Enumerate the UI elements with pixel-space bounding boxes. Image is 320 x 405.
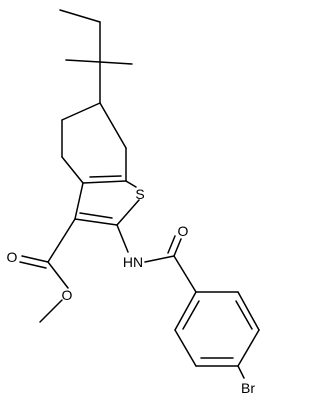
chemical-structure-diagram: S HN O O O Br: [7, 9, 260, 396]
atom-label-sulfur: S: [135, 186, 144, 202]
bond-c3-ester-carbon: [47, 218, 76, 263]
atom-label-bromine: Br: [241, 380, 255, 396]
atom-label-amide-nitrogen: HN: [123, 254, 143, 270]
bond-ester-carbonyl: [21, 255, 49, 263]
bond-quaternary-methyl-right: [99, 61, 133, 65]
bond-c3-c3a: [74, 182, 84, 220]
bond-phenyl-c2-c3-inner: [235, 300, 253, 330]
bond-c2-c3-inner: [79, 212, 113, 219]
bond-ether-o-methyl: [39, 299, 63, 323]
bond-phenyl-c6-c1-inner: [182, 300, 200, 330]
bond-ethyl-ch3: [59, 9, 101, 23]
bond-ring-fusion-inner: [89, 175, 122, 178]
bond-c2-nh: [116, 224, 129, 253]
bond-ring-fusion: [82, 180, 127, 184]
bond-phenyl-c2-c3: [237, 291, 260, 331]
bond-nh-carbonyl-carbon: [144, 255, 175, 263]
bond-s-c2: [116, 199, 140, 226]
atom-label-amide-oxygen: O: [178, 223, 189, 239]
bond-ester-carbon-ether-o: [47, 261, 69, 289]
atom-label-ester-carbonyl-oxygen: O: [7, 249, 18, 265]
bond-ring-c6-c5: [61, 102, 101, 121]
bond-phenyl-c6-c1: [174, 291, 197, 331]
bond-phenyl-br: [237, 365, 245, 379]
bond-ring-c4-c3a: [61, 156, 84, 184]
bond-quaternary-methyl-left: [65, 59, 101, 63]
bond-ester-carbonyl-double: [19, 261, 47, 269]
bond-c2-c3: [74, 218, 118, 226]
bond-ring-c6-c7: [99, 102, 127, 149]
bond-phenyl-c3-c4: [237, 329, 260, 367]
bond-c7a-s: [125, 180, 137, 188]
atom-label-ester-ether-oxygen: O: [62, 287, 73, 303]
bond-carbonyl-to-phenyl: [173, 255, 197, 293]
bond-phenyl-c5-c6: [174, 329, 197, 367]
bond-amide-carbonyl: [173, 238, 182, 257]
bond-amide-carbonyl-double: [167, 235, 176, 254]
